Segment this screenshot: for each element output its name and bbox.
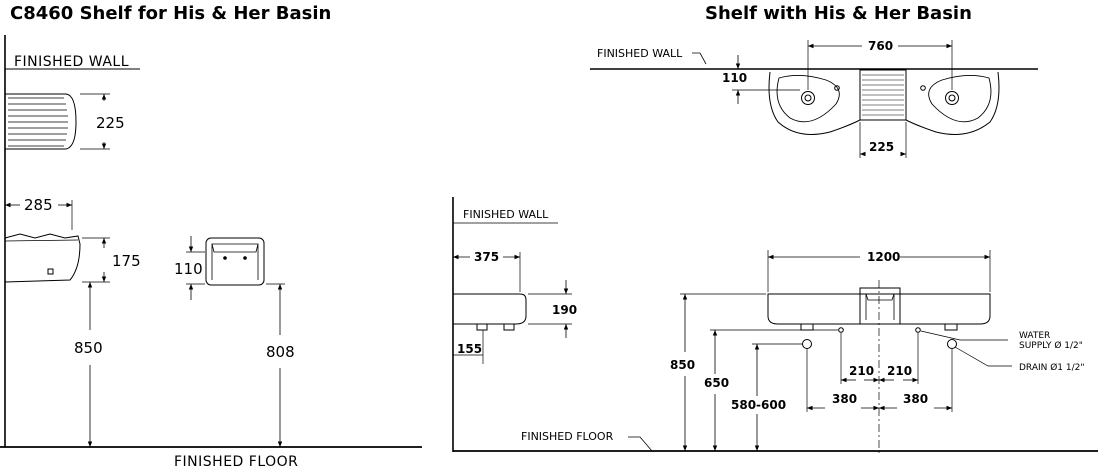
side-view-basin [453, 293, 527, 331]
dim-side-mount-height: 850 [670, 358, 695, 372]
left-title: C8460 Shelf for His & Her Basin [10, 3, 332, 24]
dim-side-height: 190 [552, 303, 577, 317]
dim-top-shelf-width: 225 [869, 140, 894, 154]
supply-point-right [915, 327, 921, 333]
drain-label: DRAIN Ø1 1/2" [1019, 362, 1085, 373]
left-finished-wall-label: FINISHED WALL [14, 54, 129, 70]
left-shelf-front-view [205, 237, 265, 286]
dim-front-drain-left: 380 [832, 392, 857, 406]
supply-point-left [838, 327, 844, 333]
right-title: Shelf with His & Her Basin [705, 3, 972, 24]
dim-front-mount-height: 808 [266, 343, 295, 361]
dim-mount-height: 850 [74, 339, 103, 357]
dim-front-drain-height: 580-600 [731, 398, 786, 412]
right-panel [452, 40, 1098, 455]
left-shelf-top-view [5, 93, 77, 150]
top-view-finished-wall-label: FINISHED WALL [597, 47, 683, 60]
dim-front-width: 1200 [867, 250, 900, 264]
left-shelf-side-view [4, 233, 81, 283]
drain-point-left [802, 339, 812, 349]
dim-shelf-depth: 225 [96, 114, 125, 132]
dim-side-projection: 375 [474, 250, 499, 264]
drain-point-right [947, 339, 957, 349]
top-view-basins [768, 71, 1000, 135]
side-view-finished-wall-label: FINISHED WALL [463, 208, 549, 221]
dim-front-supply-left: 210 [849, 364, 874, 378]
dim-front-height: 110 [174, 260, 203, 278]
dim-shelf-height: 175 [112, 252, 141, 270]
left-panel [0, 35, 422, 448]
dim-projection: 285 [24, 196, 53, 214]
top-view-shelf [859, 69, 907, 121]
dim-top-setback: 110 [722, 71, 747, 85]
dim-front-supply-right: 210 [887, 364, 912, 378]
dim-top-overall: 760 [868, 39, 893, 53]
water-supply-label-line1: WATER [1019, 331, 1050, 341]
dim-front-drain-right: 380 [903, 392, 928, 406]
right-finished-floor-label: FINISHED FLOOR [521, 430, 614, 443]
left-finished-floor-label: FINISHED FLOOR [174, 454, 298, 469]
dim-front-supply-height: 650 [704, 376, 729, 390]
water-supply-label-line2: SUPPLY Ø 1/2" [1019, 340, 1083, 351]
dim-side-rear-offset: 155 [457, 342, 482, 356]
